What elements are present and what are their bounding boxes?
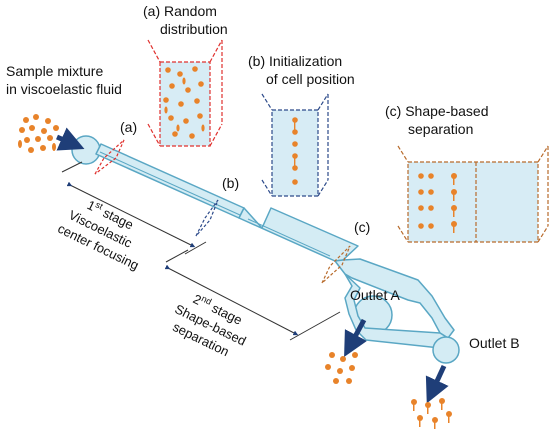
panel-a-box bbox=[147, 39, 223, 147]
marker-c-section bbox=[321, 245, 351, 284]
expansion-chamber bbox=[238, 207, 359, 262]
panel-b-cells bbox=[292, 117, 298, 185]
microfluidic-channel bbox=[71, 135, 460, 364]
stage2-sup: nd bbox=[200, 293, 213, 306]
marker-b-label: (b) bbox=[222, 175, 239, 191]
panel-c-title-line2: separation bbox=[408, 121, 473, 137]
stage2-label: 2nd stage Shape-based separation bbox=[170, 291, 248, 359]
panel-a-cells bbox=[163, 66, 205, 139]
inlet-reservoir bbox=[71, 135, 101, 165]
panel-b-title-line1: (b) Initialization bbox=[248, 53, 342, 69]
marker-b-section bbox=[195, 199, 219, 237]
sample-cells bbox=[18, 114, 59, 153]
outlet-a-cells bbox=[325, 352, 358, 384]
stage1-label: 1st stage Viscoelastic center focusing bbox=[55, 197, 141, 273]
panel-c-cells bbox=[418, 173, 457, 233]
panel-c-box bbox=[397, 145, 549, 243]
panel-c-title-line1: (c) Shape-based bbox=[385, 103, 489, 119]
panel-a-title-line2: distribution bbox=[160, 21, 228, 37]
stage1-sup: st bbox=[94, 199, 105, 211]
stage-dimension-lines bbox=[61, 161, 341, 341]
panel-b-title-line2: of cell position bbox=[266, 71, 355, 87]
outlet-b-cells bbox=[411, 398, 452, 429]
outlet-b-label: Outlet B bbox=[469, 335, 520, 351]
marker-a-label: (a) bbox=[120, 119, 137, 135]
inlet-arrow bbox=[55, 127, 85, 151]
sample-label-line2: in viscoelastic fluid bbox=[6, 81, 122, 97]
sample-label-line1: Sample mixture bbox=[6, 63, 103, 79]
outlet-b-arrow bbox=[425, 364, 449, 404]
outlet-b-reservoir bbox=[432, 336, 460, 364]
panel-b-box bbox=[261, 93, 329, 197]
marker-c-label: (c) bbox=[354, 219, 370, 235]
panel-a-title-line1: (a) Random bbox=[143, 3, 217, 19]
outlet-a-label: Outlet A bbox=[350, 287, 400, 303]
marker-a-section bbox=[94, 139, 125, 175]
outlet-a-arrow bbox=[344, 318, 367, 358]
